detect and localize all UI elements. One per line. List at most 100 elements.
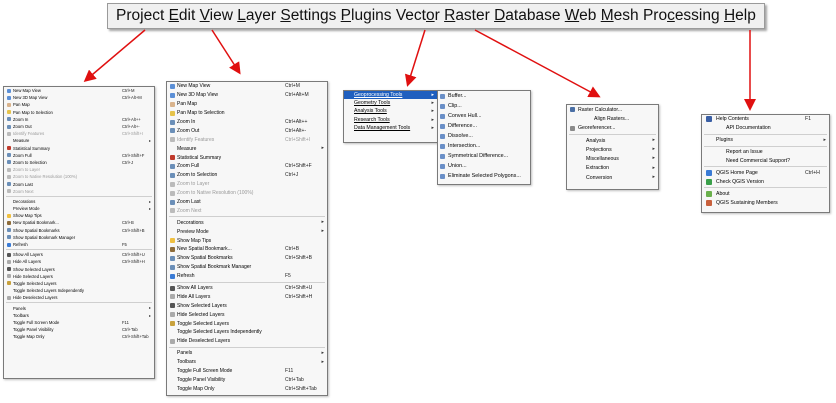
menu-item-align-rasters[interactable]: Align Rasters...	[567, 114, 658, 123]
menu-item-zoom-next[interactable]: Zoom Next	[167, 206, 327, 215]
menu-item-panels[interactable]: Panels▸	[167, 349, 327, 358]
menu-item-union[interactable]: Union...	[438, 161, 530, 171]
menu-item-measure[interactable]: Measure▸	[4, 137, 154, 144]
menu-item-pan-map-to-selection[interactable]: Pan Map to Selection	[167, 109, 327, 118]
menu-item-toggle-selected-layers[interactable]: Toggle Selected Layers	[4, 280, 154, 287]
menu-item-geometry-tools[interactable]: Geometry Tools▸	[344, 99, 437, 107]
menu-item-pan-map[interactable]: Pan Map	[4, 101, 154, 108]
menu-item-conversion[interactable]: Conversion▸	[567, 173, 658, 182]
menu-item-decorations[interactable]: Decorations▸	[4, 198, 154, 205]
menu-item-pan-map-to-selection[interactable]: Pan Map to Selection	[4, 109, 154, 116]
menu-item-data-management-tools[interactable]: Data Management Tools▸	[344, 124, 437, 132]
menubar-vector[interactable]: Vector	[395, 7, 440, 24]
menu-item-plugins[interactable]: Plugins▸	[702, 136, 829, 145]
menu-item-symmetrical-difference[interactable]: Symmetrical Difference...	[438, 151, 530, 161]
menu-item-show-spatial-bookmark-manager[interactable]: Show Spatial Bookmark Manager	[167, 263, 327, 272]
menu-item-pan-map[interactable]: Pan Map	[167, 100, 327, 109]
menu-item-raster-calculator[interactable]: Raster Calculator...	[567, 105, 658, 114]
menu-item-show-spatial-bookmark-manager[interactable]: Show Spatial Bookmark Manager	[4, 234, 154, 241]
menu-item-clip[interactable]: Clip...	[438, 101, 530, 111]
menubar-settings[interactable]: Settings	[280, 7, 337, 24]
menu-item-geoprocessing-tools[interactable]: Geoprocessing Tools▸	[344, 91, 437, 100]
menu-item-check-qgis-version[interactable]: Check QGIS Version	[702, 177, 829, 186]
menu-item-show-map-tips[interactable]: Show Map Tips	[167, 236, 327, 245]
menu-item-analysis[interactable]: Analysis▸	[567, 136, 658, 145]
menu-item-report-an-issue[interactable]: Report an Issue	[702, 148, 829, 157]
menubar-view[interactable]: View	[199, 7, 233, 24]
menu-item-extraction[interactable]: Extraction▸	[567, 164, 658, 173]
menu-item-research-tools[interactable]: Research Tools▸	[344, 116, 437, 124]
menubar-layer[interactable]: Layer	[237, 7, 277, 24]
menubar-database[interactable]: Database	[494, 7, 561, 24]
menu-item-toolbars[interactable]: Toolbars▸	[4, 312, 154, 319]
menu-item-projections[interactable]: Projections▸	[567, 145, 658, 154]
menu-item-preview-mode[interactable]: Preview Mode▸	[167, 227, 327, 236]
menu-item-statistical-summary[interactable]: Statistical Summary	[167, 153, 327, 162]
menu-item-statistical-summary[interactable]: Statistical Summary	[4, 145, 154, 152]
menu-item-georeferencer[interactable]: Georeferencer...	[567, 124, 658, 133]
menu-item-difference[interactable]: Difference...	[438, 121, 530, 131]
menubar-web[interactable]: Web	[564, 7, 597, 24]
menu-item-toggle-selected-layers-independently[interactable]: Toggle Selected Layers Independently	[167, 328, 327, 337]
menubar-project[interactable]: Project	[116, 7, 165, 24]
menubar-raster[interactable]: Raster	[444, 7, 490, 24]
menu-item-hide-deselected-layers[interactable]: Hide Deselected Layers	[4, 294, 154, 301]
menu-item-qgis-sustaining-members[interactable]: QGIS Sustaining Members	[702, 198, 829, 207]
menu-item-zoom-last[interactable]: Zoom Last	[167, 198, 327, 207]
menu-item-hide-selected-layers[interactable]: Hide Selected Layers	[167, 310, 327, 319]
menu-item-eliminate-selected-polygons[interactable]: Eliminate Selected Polygons...	[438, 171, 530, 181]
menu-item-miscellaneous[interactable]: Miscellaneous▸	[567, 154, 658, 163]
menu-item-about[interactable]: About	[702, 189, 829, 198]
menu-item-toggle-selected-layers[interactable]: Toggle Selected Layers	[167, 319, 327, 328]
menu-item-convex-hull[interactable]: Convex Hull...	[438, 111, 530, 121]
menubar-edit[interactable]: Edit	[168, 7, 196, 24]
menubar-plugins[interactable]: Plugins	[340, 7, 392, 24]
menu-item-api-documentation[interactable]: API Documentation	[702, 124, 829, 133]
menu-item-hide-deselected-layers[interactable]: Hide Deselected Layers	[167, 337, 327, 346]
menu-item-toolbars[interactable]: Toolbars▸	[167, 358, 327, 367]
menu-item-preview-mode[interactable]: Preview Mode▸	[4, 205, 154, 212]
menu-item-decorations[interactable]: Decorations▸	[167, 218, 327, 227]
menu-item-zoom-last[interactable]: Zoom Last	[4, 180, 154, 187]
menu-item-toggle-selected-layers-independently[interactable]: Toggle Selected Layers Independently	[4, 287, 154, 294]
menu-item-hide-selected-layers[interactable]: Hide Selected Layers	[4, 273, 154, 280]
menubar-help[interactable]: Help	[723, 7, 756, 24]
menu-item-zoom-next[interactable]: Zoom Next	[4, 188, 154, 195]
menu-item-need-commercial-support[interactable]: Need Commercial Support?	[702, 157, 829, 166]
menubar-processing[interactable]: Processing	[642, 7, 720, 24]
menu-item-buffer[interactable]: Buffer...	[438, 91, 530, 101]
menu-item-zoom-to-layer[interactable]: Zoom to Layer	[4, 166, 154, 173]
menu-item-new-spatial-bookmark[interactable]: New Spatial Bookmark...Ctrl+B	[4, 219, 154, 226]
menu-item-panels[interactable]: Panels▸	[4, 304, 154, 311]
menu-item-show-selected-layers[interactable]: Show Selected Layers	[167, 301, 327, 310]
menu-item-zoom-to-native-resolution-100[interactable]: Zoom to Native Resolution (100%)	[4, 173, 154, 180]
menu-item-intersection[interactable]: Intersection...	[438, 141, 530, 151]
menu-item-show-selected-layers[interactable]: Show Selected Layers	[4, 266, 154, 273]
menu-item-new-spatial-bookmark[interactable]: New Spatial Bookmark...Ctrl+B	[167, 245, 327, 254]
